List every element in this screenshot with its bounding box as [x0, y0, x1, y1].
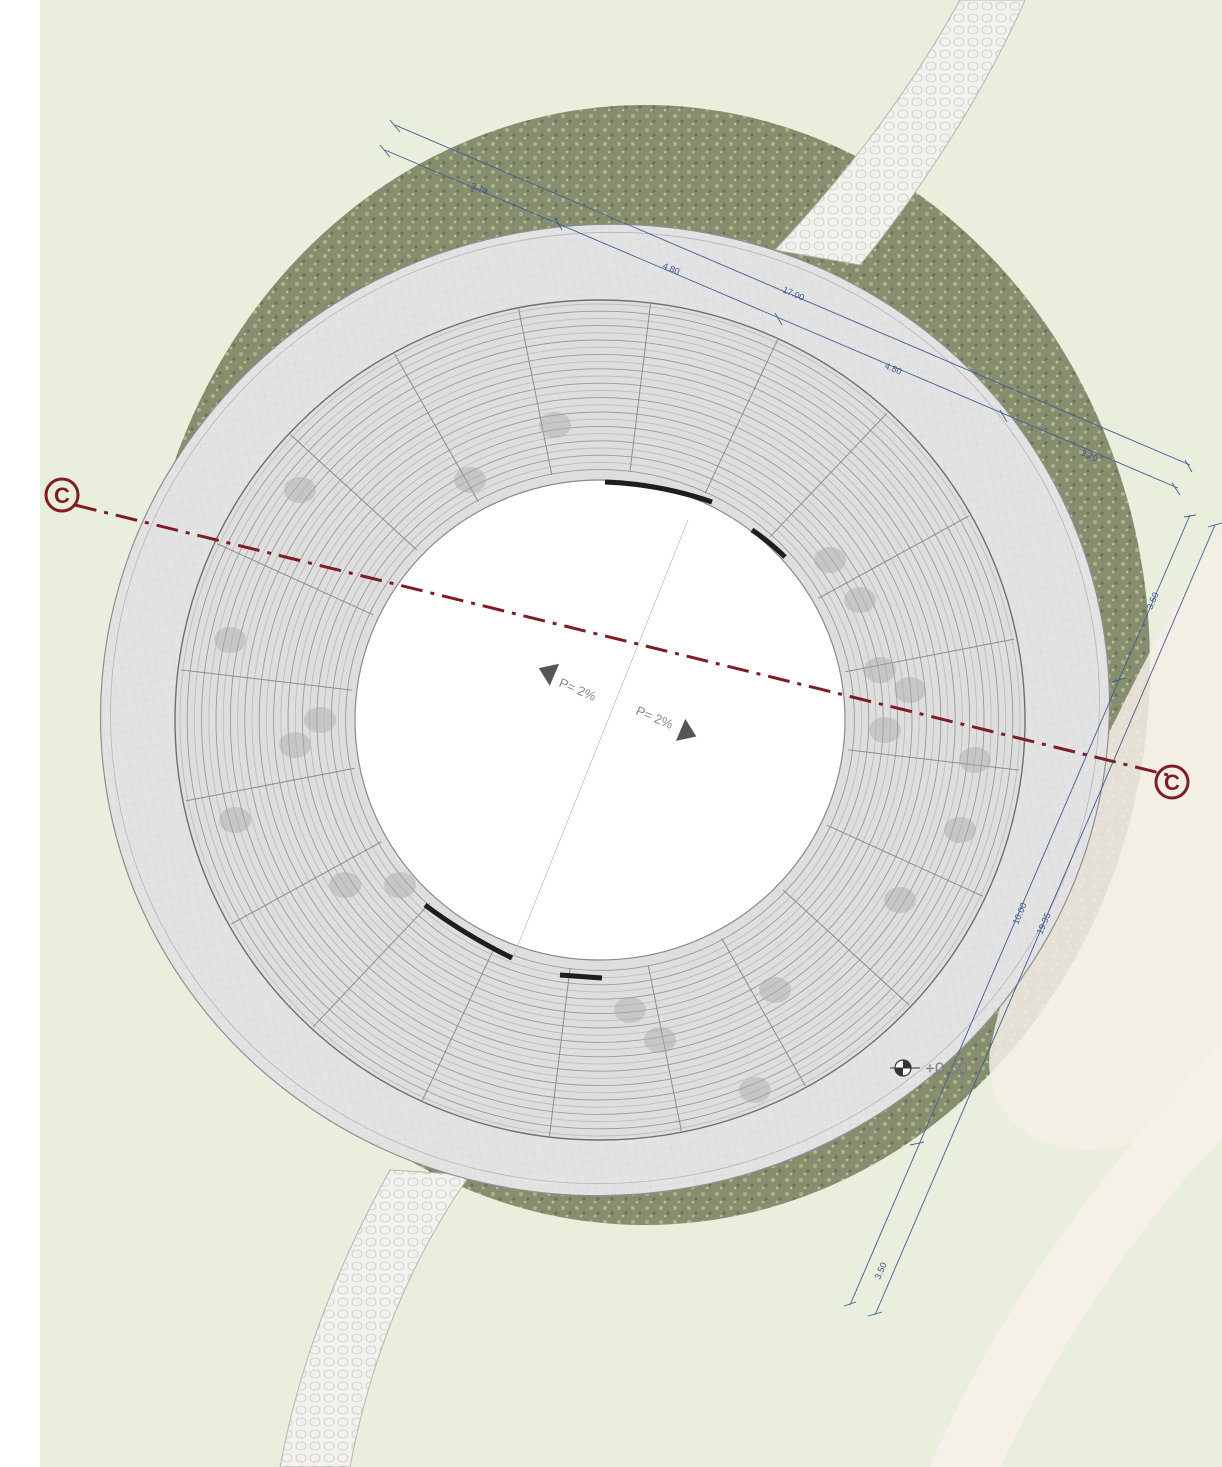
radial-aisle [848, 749, 1020, 771]
radial-aisle [394, 353, 479, 502]
seating-tier [280, 404, 920, 1036]
seating-tier [294, 418, 906, 1022]
tree-shadow [284, 477, 316, 503]
section-mark-right: C [1154, 764, 1190, 800]
seating-tier [265, 389, 935, 1051]
tree-shadow [304, 707, 336, 733]
seating-tier [186, 310, 1014, 1130]
wall-segment [604, 479, 713, 505]
tree-shadow [739, 1077, 771, 1103]
seating-tier [201, 325, 999, 1115]
tree-shadow [329, 872, 361, 898]
section-mark-left-label: C [54, 483, 70, 508]
radial-aisle [548, 968, 571, 1137]
seating-tier [323, 447, 877, 993]
radial-aisle [290, 434, 418, 551]
radial-aisle [704, 339, 778, 494]
central-arena [354, 479, 846, 961]
seating-tier [316, 440, 884, 1000]
radial-aisle [845, 638, 1015, 673]
dimension-lines [379, 119, 1222, 1317]
seating-tier [345, 469, 855, 971]
radial-aisle [518, 308, 553, 475]
wall-segment [423, 902, 514, 961]
radial-aisle [216, 543, 374, 616]
seating-tier [309, 433, 891, 1007]
seating-tier [193, 317, 1007, 1123]
tree-shadow [894, 677, 926, 703]
light-path [989, 520, 1222, 1150]
radial-aisle [185, 767, 355, 802]
tree-shadow [759, 977, 791, 1003]
tree-shadow [279, 732, 311, 758]
radial-aisle [782, 889, 910, 1006]
radial-aisle [647, 965, 682, 1132]
cobble-path-top [774, 0, 1026, 266]
tree-shadow [384, 872, 416, 898]
seating-tier [287, 411, 913, 1029]
radial-aisle [818, 515, 969, 599]
tree-shadow [959, 747, 991, 773]
section-line [74, 503, 1169, 777]
tree-shadow [644, 1027, 676, 1053]
radial-aisle [629, 303, 652, 472]
radial-aisle [721, 938, 806, 1087]
radial-aisle [422, 946, 496, 1101]
tree-shadow [454, 467, 486, 493]
seating-tier [179, 303, 1021, 1137]
section-mark-left: C [44, 477, 80, 513]
seating-tier [330, 454, 870, 986]
seating-tier [301, 425, 899, 1015]
tree-shadow [814, 547, 846, 573]
level-marker: +0,60 [890, 1059, 968, 1078]
tree-shadow [219, 807, 251, 833]
seating-tier [222, 346, 978, 1094]
tree-shadow [214, 627, 246, 653]
wall-segment [750, 527, 787, 559]
radial-aisle [180, 669, 352, 691]
tree-shadow [844, 587, 876, 613]
cobble-path-bottom [279, 1169, 471, 1467]
seating-tier [273, 397, 927, 1043]
tree-shadow [944, 817, 976, 843]
radial-aisle [312, 902, 431, 1028]
seating-tier [208, 332, 992, 1108]
tree-shadow [884, 887, 916, 913]
seating-tier [215, 339, 985, 1101]
level-label: +0,60 [925, 1059, 968, 1078]
tree-shadow [869, 717, 901, 743]
tree-shadow [864, 657, 896, 683]
tree-shadow [614, 997, 646, 1023]
seating-tier [237, 361, 963, 1079]
radial-aisle [769, 412, 888, 538]
radial-aisle [231, 841, 382, 925]
section-mark-right-label: C [1164, 770, 1180, 795]
tree-shadow [539, 412, 571, 438]
radial-aisle [826, 824, 984, 897]
wall-segment [559, 972, 603, 981]
seating-tier [229, 353, 971, 1087]
seating-tier [244, 368, 956, 1072]
